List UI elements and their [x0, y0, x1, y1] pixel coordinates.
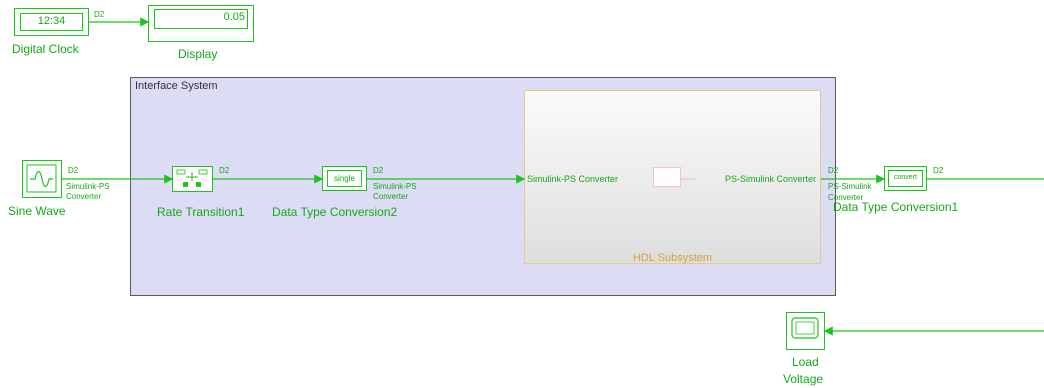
- sine-wave-icon: [26, 164, 57, 193]
- data-type-conversion1-block[interactable]: convert: [884, 166, 927, 191]
- clock-value: 12:34: [37, 15, 66, 27]
- signal-pss-hdl-1: PS-Simulink: [828, 182, 872, 191]
- display-block[interactable]: 0.05: [148, 5, 254, 42]
- hdl-in-port-label: Simulink-PS Converter: [527, 174, 619, 184]
- load-voltage-label-line2: Voltage: [783, 372, 824, 386]
- digital-clock-block[interactable]: 12:34: [14, 8, 89, 36]
- data-type-conversion1-label: Data Type Conversion1: [833, 200, 959, 214]
- signal-sps-dtc2-1: Simulink-PS: [373, 182, 417, 191]
- signal-sps-sine-1: Simulink-PS: [66, 182, 110, 191]
- hdl-subsystem[interactable]: Simulink-PS Converter PS-Simulink Conver…: [524, 90, 821, 264]
- sine-wave-label: Sine Wave: [8, 204, 66, 218]
- rate-transition-block[interactable]: [172, 166, 213, 192]
- scope-icon: [791, 317, 819, 339]
- load-voltage-scope-block[interactable]: [786, 312, 825, 350]
- hdl-subsystem-label: HDL Subsystem: [632, 252, 713, 264]
- data-type-conversion2-block[interactable]: single: [322, 166, 367, 191]
- signal-d2-dtc1: D2: [933, 166, 944, 175]
- interface-system-title: Interface System: [135, 80, 218, 92]
- hdl-inner-block: [653, 167, 681, 187]
- signal-sps-sine-2: Converter: [66, 192, 102, 201]
- digital-clock-label: Digital Clock: [12, 42, 79, 56]
- signal-sps-dtc2-2: Converter: [373, 192, 409, 201]
- display-value: 0.05: [223, 11, 245, 23]
- load-voltage-label-line1: Load: [792, 355, 819, 369]
- sine-wave-block[interactable]: [22, 160, 62, 198]
- signal-d2-dtc2: D2: [373, 166, 384, 175]
- signal-d2-hdl: D2: [828, 166, 839, 175]
- signal-d2-sine: D2: [68, 166, 79, 175]
- dtc1-text: convert: [894, 174, 917, 181]
- data-type-conversion2-label: Data Type Conversion2: [272, 205, 398, 219]
- signal-pss-hdl-2: Converter: [828, 193, 864, 202]
- signal-d2-rate: D2: [219, 166, 230, 175]
- hdl-out-port-label: PS-Simulink Converter: [724, 174, 816, 184]
- dtc2-text: single: [334, 174, 355, 183]
- signal-d2-clock: D2: [94, 10, 105, 19]
- rate-transition-label: Rate Transition1: [157, 205, 245, 219]
- display-label: Display: [178, 47, 218, 61]
- rate-transition-icon: [176, 169, 208, 187]
